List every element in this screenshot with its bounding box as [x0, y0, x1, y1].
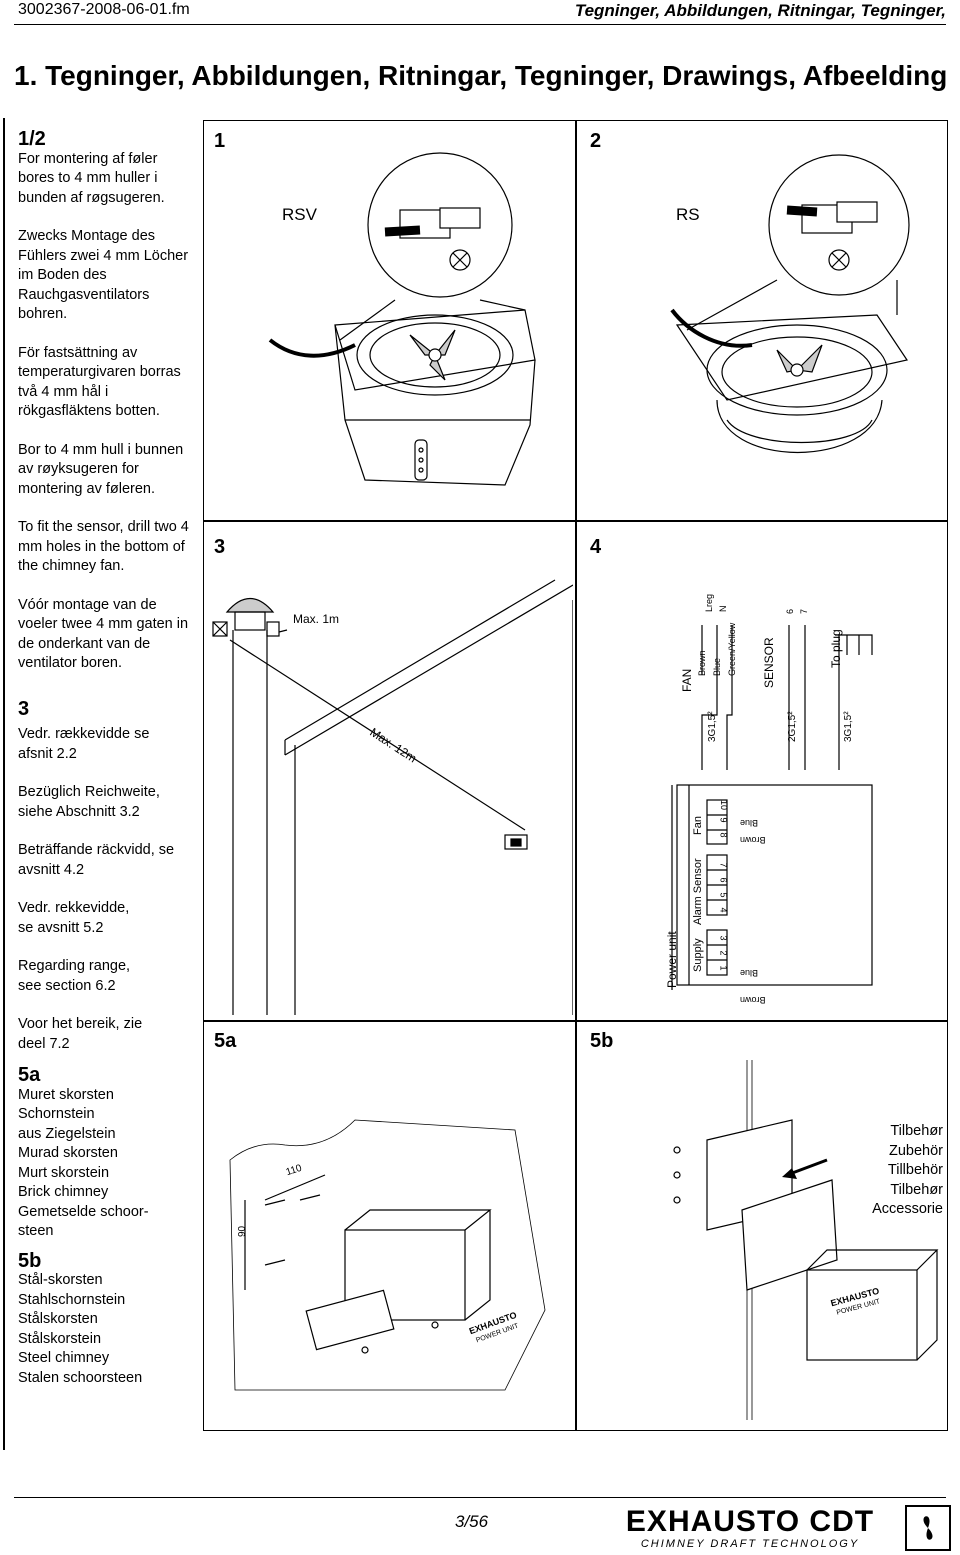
s5a-line: Muret skorsten [18, 1086, 114, 1103]
s12-text-en: To fit the sensor, drill two 4 mm holes … [18, 519, 189, 574]
accessory-line: Tilbehør [890, 1123, 943, 1139]
dim-vertical: 90 [237, 1225, 248, 1237]
panel-2-number: 2 [590, 130, 602, 152]
fan-wire-brown-2: Brown [740, 835, 766, 845]
fan-wire-brown: Brown [697, 650, 707, 676]
panel-1-number: 1 [214, 130, 226, 152]
fan-wire-green-yellow: Green/Yellow [727, 622, 737, 676]
s5a-line: aus Ziegelstein [18, 1125, 116, 1142]
fan-label: FAN [680, 668, 694, 692]
s5b-line: Steel chimney [18, 1350, 110, 1366]
plug-label: To plug [829, 629, 843, 668]
s3-text-da: Vedr. rækkevidde se afsnit 2.2 [18, 726, 150, 762]
panel-1-label: RSV [282, 205, 317, 224]
fan-term-lreg: Lreg [704, 593, 714, 612]
s3-heading: 3 [18, 697, 30, 720]
terminal-10: 10 [719, 799, 730, 811]
grid-divider-h1 [203, 520, 948, 522]
s5a-heading: 5a [18, 1064, 41, 1086]
s5b-line: Stålskorstein [18, 1330, 102, 1347]
s12-text-sv: För fastsättning av temperaturgivaren bo… [18, 344, 181, 420]
terminal-3: 3 [718, 935, 729, 941]
terminal-5: 5 [718, 892, 729, 898]
sensor-term-7: 7 [799, 608, 809, 614]
section-title: 1. Tegninger, Abbildungen, Ritningar, Te… [14, 60, 948, 91]
s5b-heading: 5b [18, 1249, 42, 1272]
accessory-line: Zubehör [888, 1142, 943, 1159]
group-fan: Fan [692, 816, 704, 835]
s12-heading: 1/2 [18, 128, 46, 150]
footer-rule [14, 1497, 946, 1498]
left-column: 1/2 For montering af føler bores to 4 mm… [18, 128, 203, 1388]
supply-wire-brown: Brown [740, 995, 766, 1005]
max-short-label: Max. 1m [293, 612, 340, 626]
file-id: 3002367-2008-06-01.fm [18, 1, 190, 18]
running-title: Tegninger, Abbildungen, Ritningar, Tegni… [574, 1, 946, 20]
s5a-line: Gemetselde schoor- [18, 1203, 149, 1220]
s5b-line: Stalen schoorsteen [18, 1369, 143, 1386]
s3-text-no: Vedr. rekkevidde, se avsnitt 5.2 [18, 900, 130, 936]
power-unit-label: Power unit [665, 931, 679, 988]
header-rule [14, 24, 946, 25]
fan-term-n: N [718, 605, 728, 613]
rs-fan-drawing [670, 154, 910, 454]
panel-5a-number: 5a [214, 1030, 237, 1052]
s5a-line: steen [18, 1223, 54, 1239]
terminal-7: 7 [718, 862, 729, 868]
panel-4-number: 4 [590, 536, 602, 558]
accessory-label: Tilbehør Zubehör Tillbehör Tilbehør Acce… [848, 1122, 943, 1220]
s5a-line: Murad skorsten [18, 1145, 118, 1161]
s5a-line: Schornstein [18, 1106, 95, 1122]
brick-chimney-drawing [229, 1119, 546, 1391]
cable-plug: 3G1,5² [843, 711, 854, 742]
supply-wire-blue: Blue [740, 968, 759, 978]
panel-3-number: 3 [214, 536, 226, 558]
fan-wire-blue-2: Blue [740, 818, 759, 828]
s5b-line: Stålskorsten [18, 1311, 98, 1327]
exhausto-logo: EXHAUSTO CDT [625, 1505, 875, 1538]
s5b-line: Stahlschornstein [18, 1291, 126, 1308]
range-house-drawing [212, 579, 573, 1015]
cable-sensor: 2G1,5² [787, 711, 798, 742]
s12-text-no: Bor to 4 mm hull i bunnen av røyksugeren… [18, 441, 184, 497]
grid-divider-v [575, 120, 577, 1431]
margin-bar [3, 118, 5, 1450]
sensor-term-6: 6 [785, 608, 795, 614]
page-number: 3/56 [455, 1512, 489, 1531]
accessory-line: Accessorie [872, 1201, 943, 1217]
s5a-line: Brick chimney [18, 1184, 109, 1200]
terminal-4: 4 [718, 907, 729, 913]
s3-text-nl: Voor het bereik, zie deel 7.2 [18, 1016, 143, 1052]
terminal-8: 8 [718, 832, 729, 838]
logo-tagline: CHIMNEY DRAFT TECHNOLOGY [640, 1538, 860, 1550]
group-alarm-sensor: Alarm Sensor [692, 858, 704, 925]
accessory-line: Tillbehör [887, 1162, 943, 1178]
terminal-1: 1 [718, 965, 729, 971]
terminal-2: 2 [718, 950, 729, 956]
s3-text-de: Bezüglich Reichweite, siehe Abschnitt 3.… [18, 784, 160, 820]
rsv-fan-drawing [268, 152, 536, 486]
accessory-line: Tilbehør [890, 1181, 943, 1198]
s3-text-sv: Beträffande räckvidd, se avsnitt 4.2 [18, 842, 175, 878]
terminal-6: 6 [718, 877, 729, 883]
cable-fan: 3G1,5² [707, 711, 718, 742]
fan-wire-blue: Blue [712, 657, 722, 676]
steel-chimney-drawing [673, 1060, 939, 1420]
s5a-line: Murt skorstein [18, 1164, 110, 1181]
sensor-label: SENSOR [762, 637, 776, 688]
wiring-diagram [671, 625, 873, 990]
s12-text-nl: Vóór montage van de voeler twee 4 mm gat… [18, 596, 189, 672]
s3-text-en: Regarding range, see section 6.2 [18, 958, 131, 994]
s12-text-de: Zwecks Montage des Fühlers zwei 4 mm Löc… [18, 228, 189, 322]
panel-2-label: RS [676, 205, 700, 224]
s5b-line: Stål-skorsten [18, 1272, 103, 1288]
panel-5b-number: 5b [590, 1030, 614, 1052]
s12-text-da: For montering af føler bores to 4 mm hul… [18, 150, 165, 206]
fan-logo-icon [905, 1505, 951, 1551]
group-supply: Supply [692, 938, 704, 972]
grid-divider-h2 [203, 1020, 948, 1022]
terminal-9: 9 [718, 817, 729, 823]
